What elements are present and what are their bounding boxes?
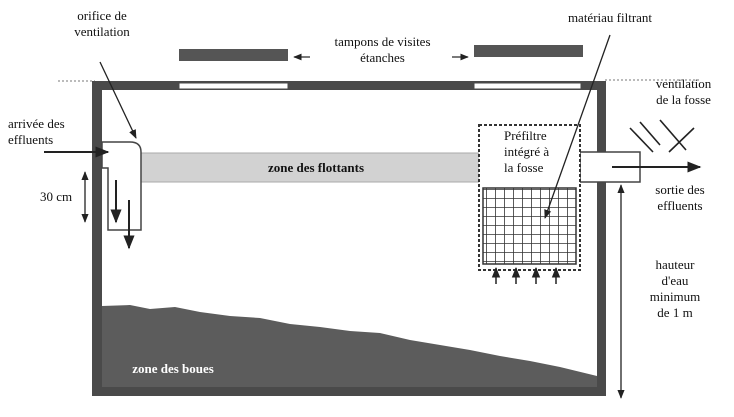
outlet-pipe-wall-opening: [596, 153, 607, 181]
label-arrivee: arrivée des effluents: [8, 116, 65, 147]
label-materiau: matériau filtrant: [567, 10, 653, 25]
inlet-pipe: [101, 141, 142, 231]
label-tampons: tampons de visites étanches: [334, 34, 431, 65]
tampon-left: [179, 49, 288, 61]
arrow-materiau: [544, 34, 611, 219]
tank-floor: [92, 387, 606, 396]
arrow-orifice: [99, 61, 137, 139]
label-ventilation-fosse: ventilation de la fosse: [655, 76, 712, 107]
ventilation-vent: [629, 119, 695, 153]
label-orifice: orifice de ventilation: [74, 8, 130, 39]
label-prefiltre: Préfiltre intégré à la fosse: [504, 128, 550, 175]
roof-opening-right: [473, 82, 582, 90]
label-zone-flottants: zone des flottants: [267, 160, 365, 175]
label-30cm: 30 cm: [40, 189, 73, 204]
prefiltre-material-grid: [482, 187, 577, 265]
label-hauteur: hauteur d'eau minimum de 1 m: [649, 257, 701, 320]
prefiltre-flow-arrows: [491, 266, 561, 284]
label-zone-boues: zone des boues: [132, 361, 214, 376]
tank-wall-right: [597, 81, 606, 396]
zone-des-boues: [102, 305, 597, 387]
tampon-right: [474, 45, 583, 57]
tank-wall-left: [92, 81, 102, 396]
roof-opening-left: [178, 82, 289, 90]
tank-roof: [92, 81, 606, 90]
label-sortie: sortie des effluents: [655, 182, 705, 213]
